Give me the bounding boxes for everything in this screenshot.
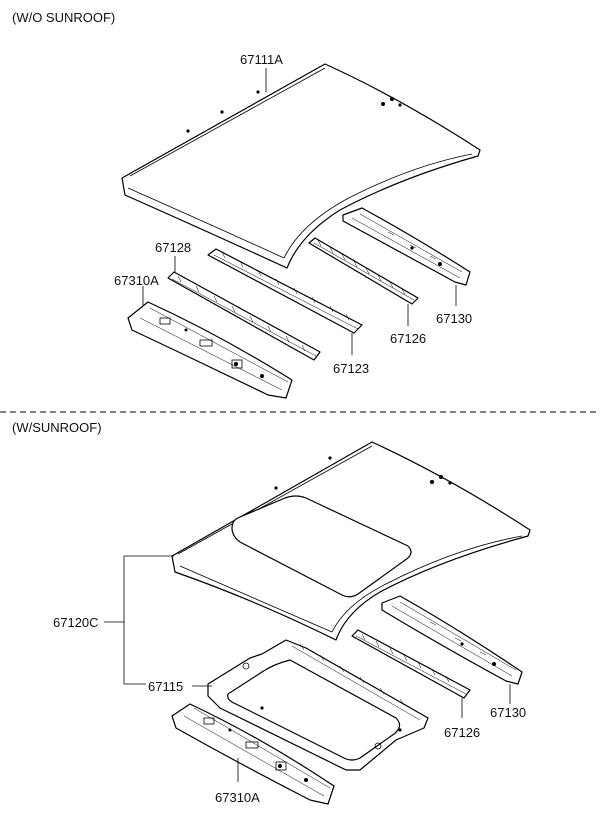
rear-rail-67130 [342,207,471,286]
front-rail-67310A-top [127,301,293,399]
rail-67123 [207,248,363,334]
rail-67126 [308,237,419,305]
part-label-67115: 67115 [148,679,183,694]
rail-67126-bottom [351,629,471,699]
part-label-67128: 67128 [155,240,191,255]
part-label-67120C: 67120C [53,615,99,630]
part-label-67310A-top: 67310A [114,273,159,288]
part-label-67111A: 67111A [240,52,283,67]
sunroof-frame-67115 [207,639,429,771]
rear-rail-67130-bottom [381,595,523,685]
part-label-67130-top: 67130 [436,311,472,326]
roof-panel-67120C [171,441,531,641]
part-label-67126-top: 67126 [390,331,426,346]
section-label-with-sunroof: (W/SUNROOF) [12,420,102,435]
section-label-without-sunroof: (W/O SUNROOF) [12,10,115,25]
rail-67128 [167,271,321,361]
part-label-67123: 67123 [333,361,369,376]
front-rail-67310A-bottom [171,703,335,805]
part-label-67126-bottom: 67126 [444,725,480,740]
part-label-67130-bottom: 67130 [490,705,526,720]
part-label-67310A-bottom: 67310A [215,790,260,805]
roof-panel-67111A [121,63,481,269]
leader-bracket-67120C [104,555,174,685]
